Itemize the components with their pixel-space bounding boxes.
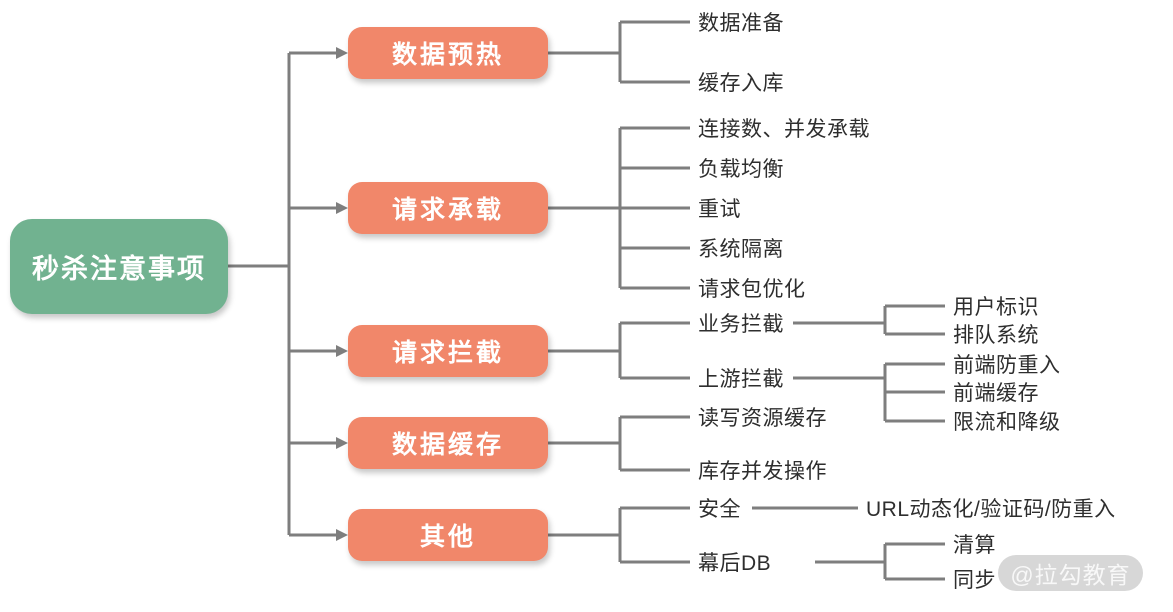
branch-node-data-cache[interactable]: 数据缓存: [348, 417, 548, 469]
branch-node-request-interception[interactable]: 请求拦截: [348, 325, 548, 377]
leaf-cache-loading[interactable]: 缓存入库: [698, 72, 784, 95]
subleaf-url-dynamic-captcha-anti-reentry[interactable]: URL动态化/验证码/防重入: [866, 498, 1116, 521]
leaf-inventory-concurrent-ops[interactable]: 库存并发操作: [698, 460, 827, 483]
leaf-load-balancing[interactable]: 负载均衡: [698, 158, 784, 181]
branch-node-others[interactable]: 其他: [348, 509, 548, 561]
subleaf-rate-limit-degrade[interactable]: 限流和降级: [953, 411, 1061, 434]
arrowheads: [336, 47, 348, 541]
subleaf-frontend-cache[interactable]: 前端缓存: [953, 382, 1039, 405]
subleaf-settlement[interactable]: 清算: [953, 534, 996, 557]
arrowhead-icon: [336, 202, 348, 214]
arrowhead-icon: [336, 345, 348, 357]
leaf-read-write-resource-cache[interactable]: 读写资源缓存: [698, 407, 827, 430]
root-node-seckill-notes[interactable]: 秒杀注意事项: [10, 219, 228, 314]
leaf-upstream-interception[interactable]: 上游拦截: [698, 368, 784, 391]
subleaf-sync[interactable]: 同步: [953, 569, 996, 592]
leaf-system-isolation[interactable]: 系统隔离: [698, 238, 784, 261]
subleaf-queue-system[interactable]: 排队系统: [953, 324, 1039, 347]
leaf-retry[interactable]: 重试: [698, 198, 741, 221]
leaf-backend-db[interactable]: 幕后DB: [698, 552, 772, 575]
arrowhead-icon: [336, 47, 348, 59]
leaf-data-preparation[interactable]: 数据准备: [698, 12, 784, 35]
subleaf-user-identification[interactable]: 用户标识: [953, 296, 1039, 319]
arrowhead-icon: [336, 529, 348, 541]
leaf-request-packet-optimization[interactable]: 请求包优化: [698, 278, 806, 301]
arrowhead-icon: [336, 437, 348, 449]
branch-node-request-capacity[interactable]: 请求承载: [348, 182, 548, 234]
leaf-connection-concurrency[interactable]: 连接数、并发承载: [698, 118, 870, 141]
leaf-security[interactable]: 安全: [698, 498, 741, 521]
leaf-business-interception[interactable]: 业务拦截: [698, 313, 784, 336]
subleaf-frontend-anti-reentry[interactable]: 前端防重入: [953, 354, 1061, 377]
branch-node-data-preheat[interactable]: 数据预热: [348, 27, 548, 79]
watermark-badge: @拉勾教育: [998, 555, 1143, 591]
connector-group: [228, 20, 945, 581]
